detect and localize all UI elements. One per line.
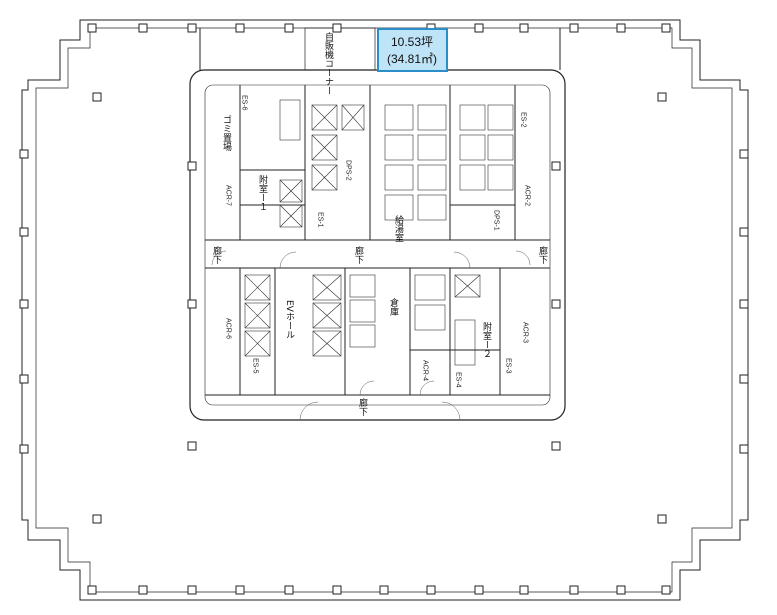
label-hall-bottom: 廊下: [357, 397, 368, 417]
label-hall-mid: 廊下: [353, 245, 364, 265]
outer-wall: [21, 19, 749, 601]
label-acr4: ACR-4: [422, 360, 429, 381]
area-m2: (34.81㎡): [387, 52, 437, 66]
label-dps1: DPS-1: [493, 210, 500, 231]
core-inner: [204, 84, 551, 406]
label-auto-vending: 自販機コーナー: [323, 31, 334, 95]
label-es2: ES-2: [520, 112, 527, 128]
label-acr6: ACR-6: [225, 318, 232, 339]
vending-corner: [304, 27, 376, 71]
label-acr7: ACR-7: [225, 185, 232, 206]
label-warehouse: 倉庫: [388, 297, 399, 317]
label-dps2: DPS-2: [345, 160, 352, 181]
label-es3: ES-3: [505, 358, 512, 374]
inner-wall: [35, 27, 733, 593]
label-annex2: 附室ー２: [481, 321, 492, 358]
label-hall-left: 廊下: [211, 245, 222, 265]
label-elevator-hall: EVホール: [284, 300, 295, 339]
label-acr2: ACR-2: [524, 185, 531, 206]
label-trash: ゴミ置場: [221, 114, 232, 152]
label-es6: ES-6: [241, 95, 248, 111]
equipment-grid: [244, 99, 514, 366]
label-kitchen: 給湯室: [393, 214, 404, 242]
label-es1: ES-1: [317, 212, 324, 228]
area-callout: [377, 28, 448, 72]
label-annex1: 附室ー１: [257, 174, 268, 211]
label-es5: ES-5: [252, 358, 259, 374]
label-es4: ES-4: [455, 372, 462, 388]
label-acr3: ACR-3: [522, 322, 529, 343]
label-hall-right: 廊下: [537, 245, 548, 265]
columns: [19, 23, 749, 595]
door-swings: [211, 250, 531, 421]
area-tsubo: 10.53坪: [391, 35, 433, 49]
